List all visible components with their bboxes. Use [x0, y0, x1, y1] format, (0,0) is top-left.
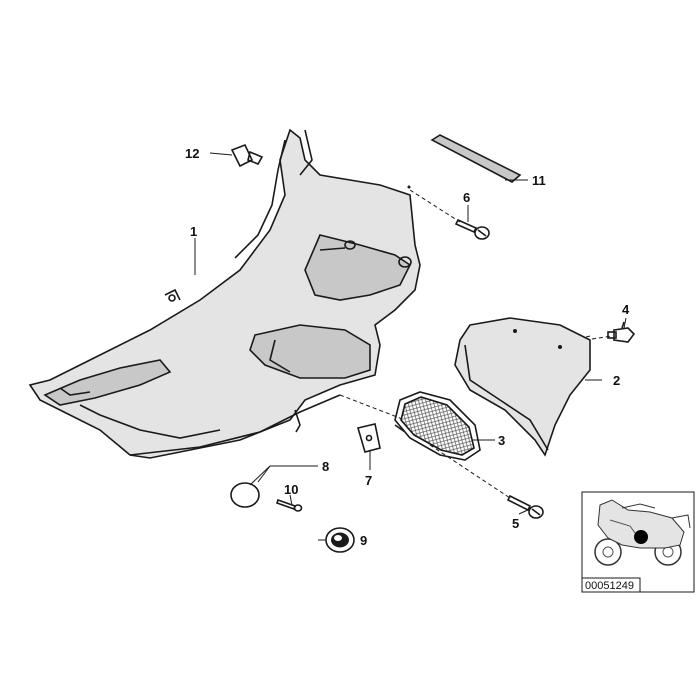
screw-part-5	[506, 494, 544, 519]
foam-strip-part	[430, 134, 522, 183]
inset-reference-number: 00051249	[585, 580, 634, 592]
callout-1: 1	[190, 224, 197, 239]
callout-2: 2	[613, 373, 620, 388]
callout-10: 10	[284, 482, 298, 497]
black-dot-icon	[634, 530, 648, 544]
callout-3: 3	[498, 433, 505, 448]
callout-4: 4	[622, 302, 630, 317]
callout-5: 5	[512, 516, 519, 531]
grommet-part	[325, 527, 355, 553]
inset-reference-box: 00051249	[581, 491, 695, 593]
screw-part-6	[454, 218, 490, 240]
rubber-stopper-part	[230, 143, 264, 168]
callout-numbers: 1 2 3 4 5 6 7 8 9 10 11 12	[185, 146, 630, 548]
callout-11: 11	[532, 173, 546, 188]
screw-with-washer-part	[607, 321, 636, 343]
clip-nut-part	[356, 423, 381, 453]
rubber-buffer-part	[230, 482, 260, 508]
leader-lines	[194, 152, 627, 541]
small-screw-part	[275, 498, 303, 512]
side-cover-part	[454, 317, 591, 457]
callout-8: 8	[322, 459, 329, 474]
lower-fairing-panel	[28, 128, 421, 459]
motorcycle-silhouette-icon	[594, 499, 691, 566]
callout-9: 9	[360, 533, 367, 548]
callout-6: 6	[463, 190, 470, 205]
callout-12: 12	[185, 146, 199, 161]
callout-7: 7	[365, 473, 372, 488]
grille-part	[394, 391, 481, 461]
